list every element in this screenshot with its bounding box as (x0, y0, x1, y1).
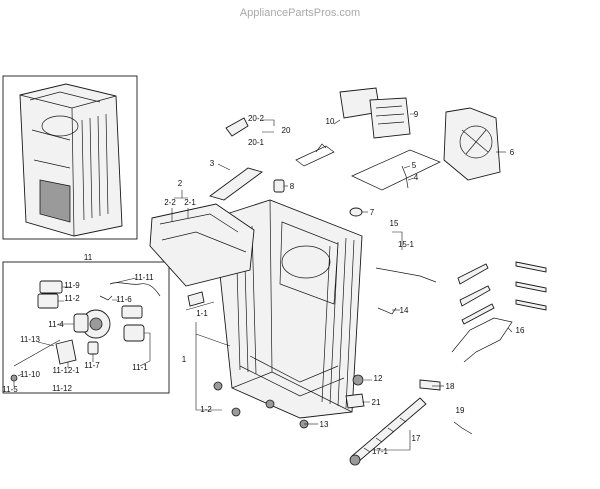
assembled-cabinet-inset (2, 75, 138, 240)
callout-11-1: 11-1 (132, 363, 148, 372)
callout-20: 20 (282, 126, 291, 135)
watermark: AppliancePartsPros.com (240, 7, 360, 19)
callout-5: 5 (412, 161, 417, 170)
callout-11-11: 11-11 (134, 273, 154, 282)
feet-and-hardware (187, 291, 365, 429)
callout-10: 10 (326, 117, 335, 126)
callout-13: 13 (320, 420, 329, 429)
callout-21: 21 (372, 398, 381, 407)
callout-11-6: 11-6 (116, 295, 132, 304)
callout-11: 11 (84, 253, 93, 262)
callout-11-12: 11-12 (52, 384, 72, 393)
callout-2-1: 2-1 (184, 198, 196, 207)
callout-labels: 11-11-222-12-23456789101111-111-211-411-… (2, 110, 525, 456)
callout-15: 15 (390, 219, 399, 228)
callout-17: 17 (412, 434, 421, 443)
callout-11-2: 11-2 (64, 294, 80, 303)
callout-12: 12 (374, 374, 383, 383)
callout-11-10: 11-10 (20, 370, 40, 379)
top-frame-parts (149, 87, 501, 287)
callout-20-1: 20-1 (248, 138, 265, 147)
callout-11-13: 11-13 (20, 335, 40, 344)
callout-18: 18 (446, 382, 455, 391)
callout-20-2: 20-2 (248, 114, 265, 123)
leader-lines (171, 113, 513, 451)
callout-6: 6 (510, 148, 515, 157)
drain-pump-subassembly-box (2, 261, 170, 394)
callout-19: 19 (456, 406, 465, 415)
callout-11-9: 11-9 (64, 281, 80, 290)
callout-3: 3 (210, 159, 215, 168)
callout-1: 1 (182, 355, 187, 364)
callout-2: 2 (178, 179, 183, 188)
callout-14: 14 (400, 306, 409, 315)
callout-2-2: 2-2 (164, 198, 176, 207)
callout-11-12-1: 11-12-1 (53, 366, 81, 375)
right-side-parts (349, 261, 547, 466)
callout-11-5: 11-5 (2, 385, 18, 394)
callout-8: 8 (290, 182, 295, 191)
callout-11-7: 11-7 (84, 361, 100, 370)
callout-9: 9 (414, 110, 419, 119)
callout-11-4: 11-4 (48, 320, 64, 329)
callout-17-1: 17-1 (372, 447, 389, 456)
callout-16: 16 (516, 326, 525, 335)
callout-1-1: 1-1 (196, 309, 208, 318)
callout-15-1: 15-1 (398, 240, 415, 249)
callout-1-2: 1-2 (200, 405, 212, 414)
callout-4: 4 (414, 173, 419, 182)
callout-7: 7 (370, 208, 375, 217)
